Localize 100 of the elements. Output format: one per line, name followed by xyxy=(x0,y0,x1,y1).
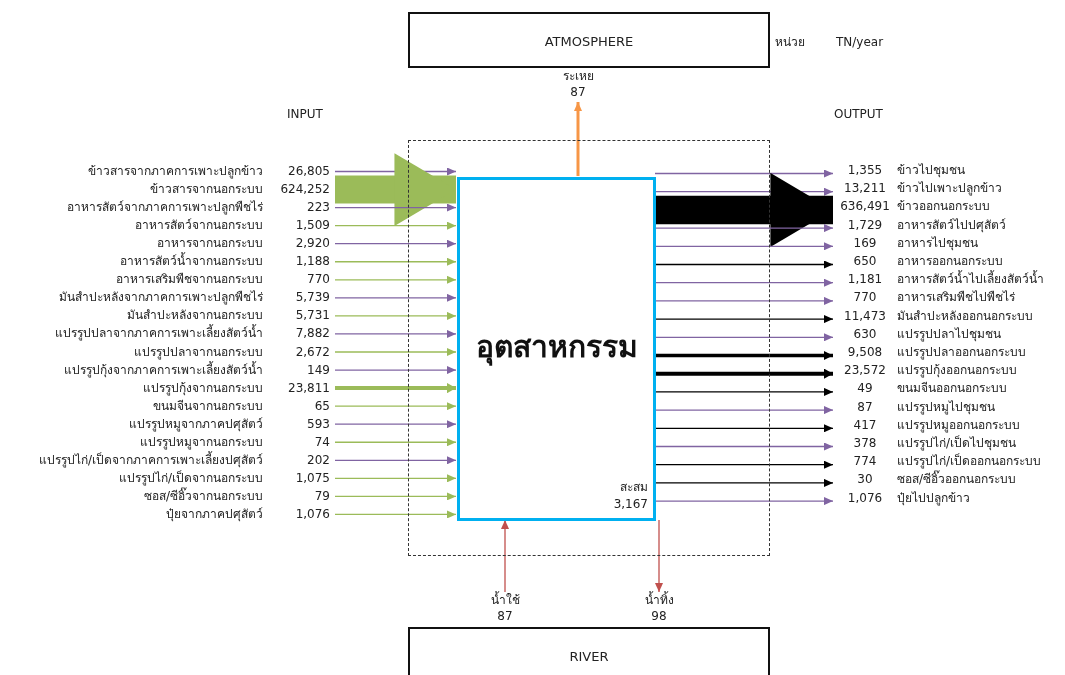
flow-label: อาหารจากนอกระบบ xyxy=(157,235,263,252)
flow-label: อาหารเสริมพืชไปพืชไร่ xyxy=(897,289,1015,306)
flow-label: ซอส/ซีอิ๊วออกนอกระบบ xyxy=(897,471,1017,488)
flow-value: 1,355 xyxy=(846,162,884,178)
arrow xyxy=(655,351,833,360)
arrow xyxy=(334,348,457,356)
flow-label: น้ำใช้ xyxy=(489,592,521,608)
flow-label: ขนมจีนจากนอกระบบ xyxy=(153,397,263,414)
flow-value: 630 xyxy=(852,325,878,342)
flow-label: อาหารออกนอกระบบ xyxy=(897,253,1003,269)
flow-label: แปรรูปปลาจากภาคการเพาะเลี้ยงสัตว์น้ำ xyxy=(55,325,263,342)
flow-value: 74 xyxy=(313,433,330,450)
flow-label: แปรรูปปลาไปชุมชน xyxy=(897,325,1001,342)
flow-value: 30 xyxy=(856,471,874,488)
flow-label: มันสำปะหลังออกนอกระบบ xyxy=(897,307,1033,324)
flow-value: 26,805 xyxy=(287,163,330,179)
arrow xyxy=(334,366,457,375)
arrow xyxy=(334,438,457,447)
arrow xyxy=(654,333,834,342)
arrow xyxy=(334,329,457,338)
arrow xyxy=(334,420,457,429)
arrow xyxy=(335,382,456,394)
flow-label: แปรรูปหมูออกนอกระบบ xyxy=(897,416,1020,433)
flow-value: 1,075 xyxy=(294,469,330,486)
arrow xyxy=(654,278,834,287)
flow-label: อาหารไปชุมชน xyxy=(897,234,978,251)
arrow xyxy=(654,442,834,451)
flow-label: อาหารเสริมพืชจากนอกระบบ xyxy=(116,271,263,288)
arrow xyxy=(654,315,834,324)
flow-label: น้ำทิ้ง xyxy=(643,592,675,608)
arrow xyxy=(654,497,834,506)
flow-value: 636,491 xyxy=(839,198,891,215)
flow-value: 1,729 xyxy=(846,216,884,233)
flow-value: 650 xyxy=(852,253,878,269)
flow-value: 223 xyxy=(306,199,330,216)
arrow xyxy=(655,172,833,247)
flow-value: 9,508 xyxy=(846,344,884,360)
flow-value: 1,188 xyxy=(294,253,330,270)
arrow xyxy=(334,311,457,320)
flow-label: แปรรูปกุ้งจากนอกระบบ xyxy=(143,379,263,396)
flow-value: 5,739 xyxy=(294,289,330,306)
process-title: อุตสาหกรรม xyxy=(474,328,639,367)
arrow xyxy=(654,224,834,233)
flow-label: ข้าวสารจากภาคการเพาะปลูกข้าว xyxy=(88,163,263,179)
flow-label: ข้าวไปเพาะปลูกข้าว xyxy=(897,180,1002,197)
flow-value: 13,211 xyxy=(843,180,887,197)
arrow xyxy=(334,257,457,266)
flow-label: แปรรูปปลาจากนอกระบบ xyxy=(134,343,263,360)
flow-label: มันสำปะหลังจากนอกระบบ xyxy=(127,307,263,324)
flow-label: แปรรูปปลาออกนอกระบบ xyxy=(897,344,1026,360)
flow-value: 2,672 xyxy=(294,343,330,360)
flow-value: 98 xyxy=(650,608,668,624)
flow-label: แปรรูปไก่/เป็ดจากภาคการเพาะเลี้ยงปศุสัตว์ xyxy=(38,451,263,468)
flow-value: 378 xyxy=(852,435,878,451)
flow-value: 202 xyxy=(306,451,330,468)
flow-label: อาหารสัตว์น้ำจากนอกระบบ xyxy=(120,253,263,270)
arrow xyxy=(655,368,833,379)
arrow xyxy=(654,260,834,269)
flow-label: อาหารสัตว์น้ำไปเลี้ยงสัตว์น้ำ xyxy=(897,271,1044,288)
arrow xyxy=(334,474,457,483)
flow-label: อาหารสัตว์จากภาคการเพาะปลูกพืชไร่ xyxy=(67,199,263,216)
arrow xyxy=(334,203,457,212)
flow-value: 23,811 xyxy=(287,379,330,396)
arrow xyxy=(334,492,457,501)
flow-label: แปรรูปหมูจากนอกระบบ xyxy=(140,433,263,450)
flow-label: แปรรูปไก่/เป็ดไปชุมชน xyxy=(897,435,1017,451)
label: หน่วย xyxy=(775,34,805,50)
flow-value: 770 xyxy=(852,289,878,306)
flow-label: ซอส/ซีอิ๊วจากนอกระบบ xyxy=(143,487,263,504)
flow-label: มันสำปะหลังจากภาคการเพาะปลูกพืชไร่ xyxy=(59,289,263,306)
arrow xyxy=(501,519,509,593)
flow-value: 49 xyxy=(856,380,874,397)
flow-label: อาหารสัตว์ไปปศุสัตว์ xyxy=(897,216,1006,233)
flow-label: แปรรูปหมูจากภาคปศุสัตว์ xyxy=(129,415,263,432)
flow-value: 1,076 xyxy=(846,489,884,506)
flow-label: ปุ๋ยจากภาคปศุสัตว์ xyxy=(166,505,263,522)
flow-value: 11,473 xyxy=(843,307,887,324)
arrow xyxy=(334,275,457,284)
flow-label: ปุ๋ยไปปลูกข้าว xyxy=(897,489,970,506)
flow-value: 23,572 xyxy=(843,362,887,379)
arrow xyxy=(335,153,456,226)
arrow xyxy=(334,293,457,302)
flow-value: 87 xyxy=(856,398,874,415)
flow-label: อาหารสัตว์จากนอกระบบ xyxy=(135,217,263,234)
arrow xyxy=(574,102,582,176)
flow-value: 593 xyxy=(306,415,330,432)
flow-label: ข้าวสารจากนอกระบบ xyxy=(150,181,263,198)
arrow xyxy=(654,242,834,251)
arrow xyxy=(334,239,457,248)
flow-label: แปรรูปกุ้งจากภาคการเพาะเลี้ยงสัตว์น้ำ xyxy=(64,361,263,378)
flow-value: 79 xyxy=(313,487,330,504)
flow-label: แปรรูปกุ้งออกนอกระบบ xyxy=(897,362,1017,379)
flow-value: 1,076 xyxy=(294,505,330,522)
arrow xyxy=(334,402,457,411)
arrow xyxy=(654,406,834,415)
flow-value: 169 xyxy=(852,234,878,251)
flow-label: ขนมจีนออกนอกระบบ xyxy=(897,380,1007,397)
flow-value: 1,181 xyxy=(846,271,884,288)
arrow xyxy=(334,456,457,465)
flow-value: 7,882 xyxy=(294,325,330,342)
